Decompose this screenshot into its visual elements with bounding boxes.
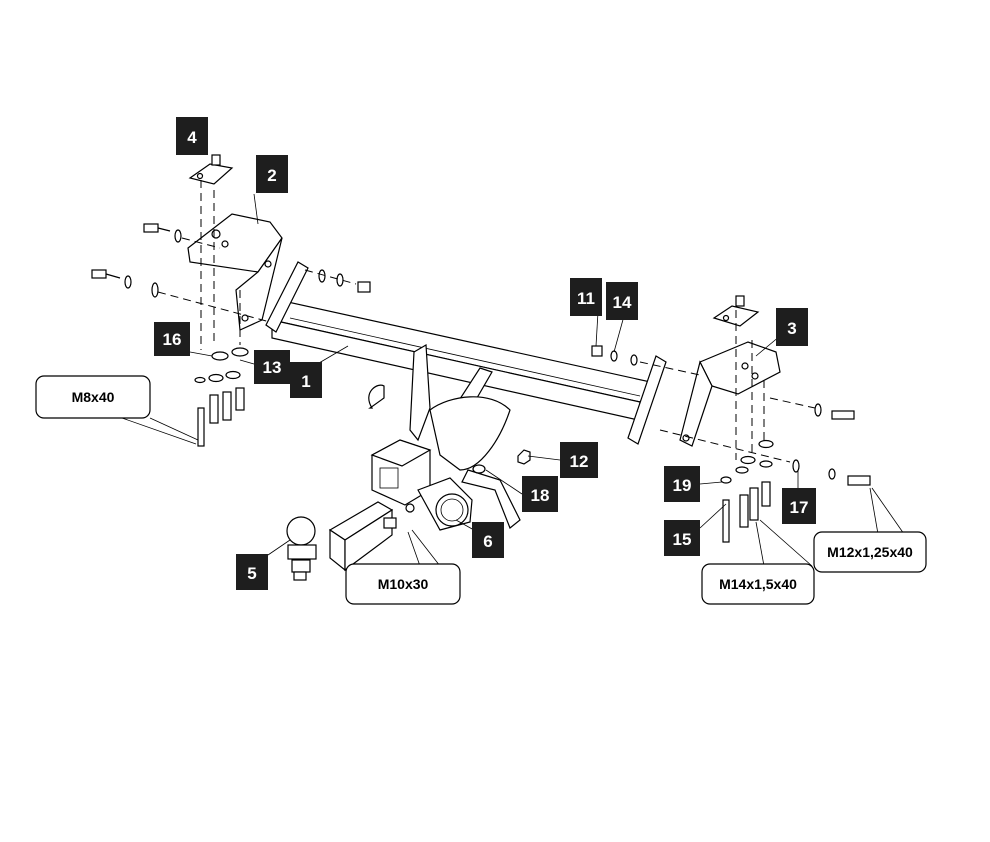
socket-plate [417, 469, 521, 531]
svg-text:M14x1,5x40: M14x1,5x40 [719, 576, 797, 592]
part-label-4: 4 [176, 117, 208, 155]
part-label-1: 1 [290, 362, 322, 398]
svg-text:13: 13 [263, 358, 282, 377]
svg-text:M8x40: M8x40 [72, 389, 115, 405]
callout-m12x125x40: M12x1,25x40 [813, 531, 927, 573]
left-bracket [187, 213, 283, 331]
svg-text:M10x30: M10x30 [378, 576, 429, 592]
right-fasteners [591, 310, 871, 543]
part-label-3: 3 [776, 308, 808, 346]
callout-m8x40: M8x40 [35, 375, 151, 419]
svg-text:16: 16 [163, 330, 182, 349]
part-label-11: 11 [570, 278, 602, 316]
part-label-5: 5 [236, 554, 268, 590]
svg-text:14: 14 [613, 293, 632, 312]
svg-text:17: 17 [790, 498, 809, 517]
part-label-19: 19 [664, 466, 700, 502]
part-label-17: 17 [782, 488, 816, 524]
part-label-15: 15 [664, 520, 700, 556]
svg-text:1: 1 [301, 372, 310, 391]
callout-bubbles: M8x40 M10x30 M14x1,5x40 M12x1,25x40 [35, 375, 927, 605]
part-label-12: 12 [560, 442, 598, 478]
svg-text:3: 3 [787, 319, 796, 338]
svg-text:M12x1,25x40: M12x1,25x40 [827, 544, 913, 560]
top-clamp-plate-left [188, 154, 234, 185]
svg-text:11: 11 [577, 289, 595, 308]
part-label-14: 14 [606, 282, 638, 320]
part-label-2: 2 [256, 155, 288, 193]
svg-text:12: 12 [570, 452, 589, 471]
svg-text:4: 4 [187, 128, 197, 147]
cross-beam [265, 261, 667, 445]
part-number-labels: 4 2 16 13 1 11 14 3 [154, 117, 816, 590]
part-label-18: 18 [522, 476, 558, 512]
svg-text:15: 15 [673, 530, 692, 549]
right-bracket [679, 341, 781, 447]
svg-text:5: 5 [247, 564, 256, 583]
svg-text:19: 19 [673, 476, 692, 495]
svg-text:2: 2 [267, 166, 276, 185]
center-fasteners [383, 449, 531, 529]
hairpin-clip [368, 384, 385, 409]
svg-text:6: 6 [483, 532, 492, 551]
part-label-16: 16 [154, 322, 190, 356]
callout-m14x15x40: M14x1,5x40 [701, 563, 815, 605]
part-label-6: 6 [472, 522, 504, 558]
ball-mount [286, 501, 394, 581]
callout-m10x30: M10x30 [345, 563, 461, 605]
hitch-frame [370, 343, 511, 506]
part-label-13: 13 [254, 350, 290, 384]
svg-text:18: 18 [531, 486, 550, 505]
left-bolt-stack [194, 180, 249, 447]
